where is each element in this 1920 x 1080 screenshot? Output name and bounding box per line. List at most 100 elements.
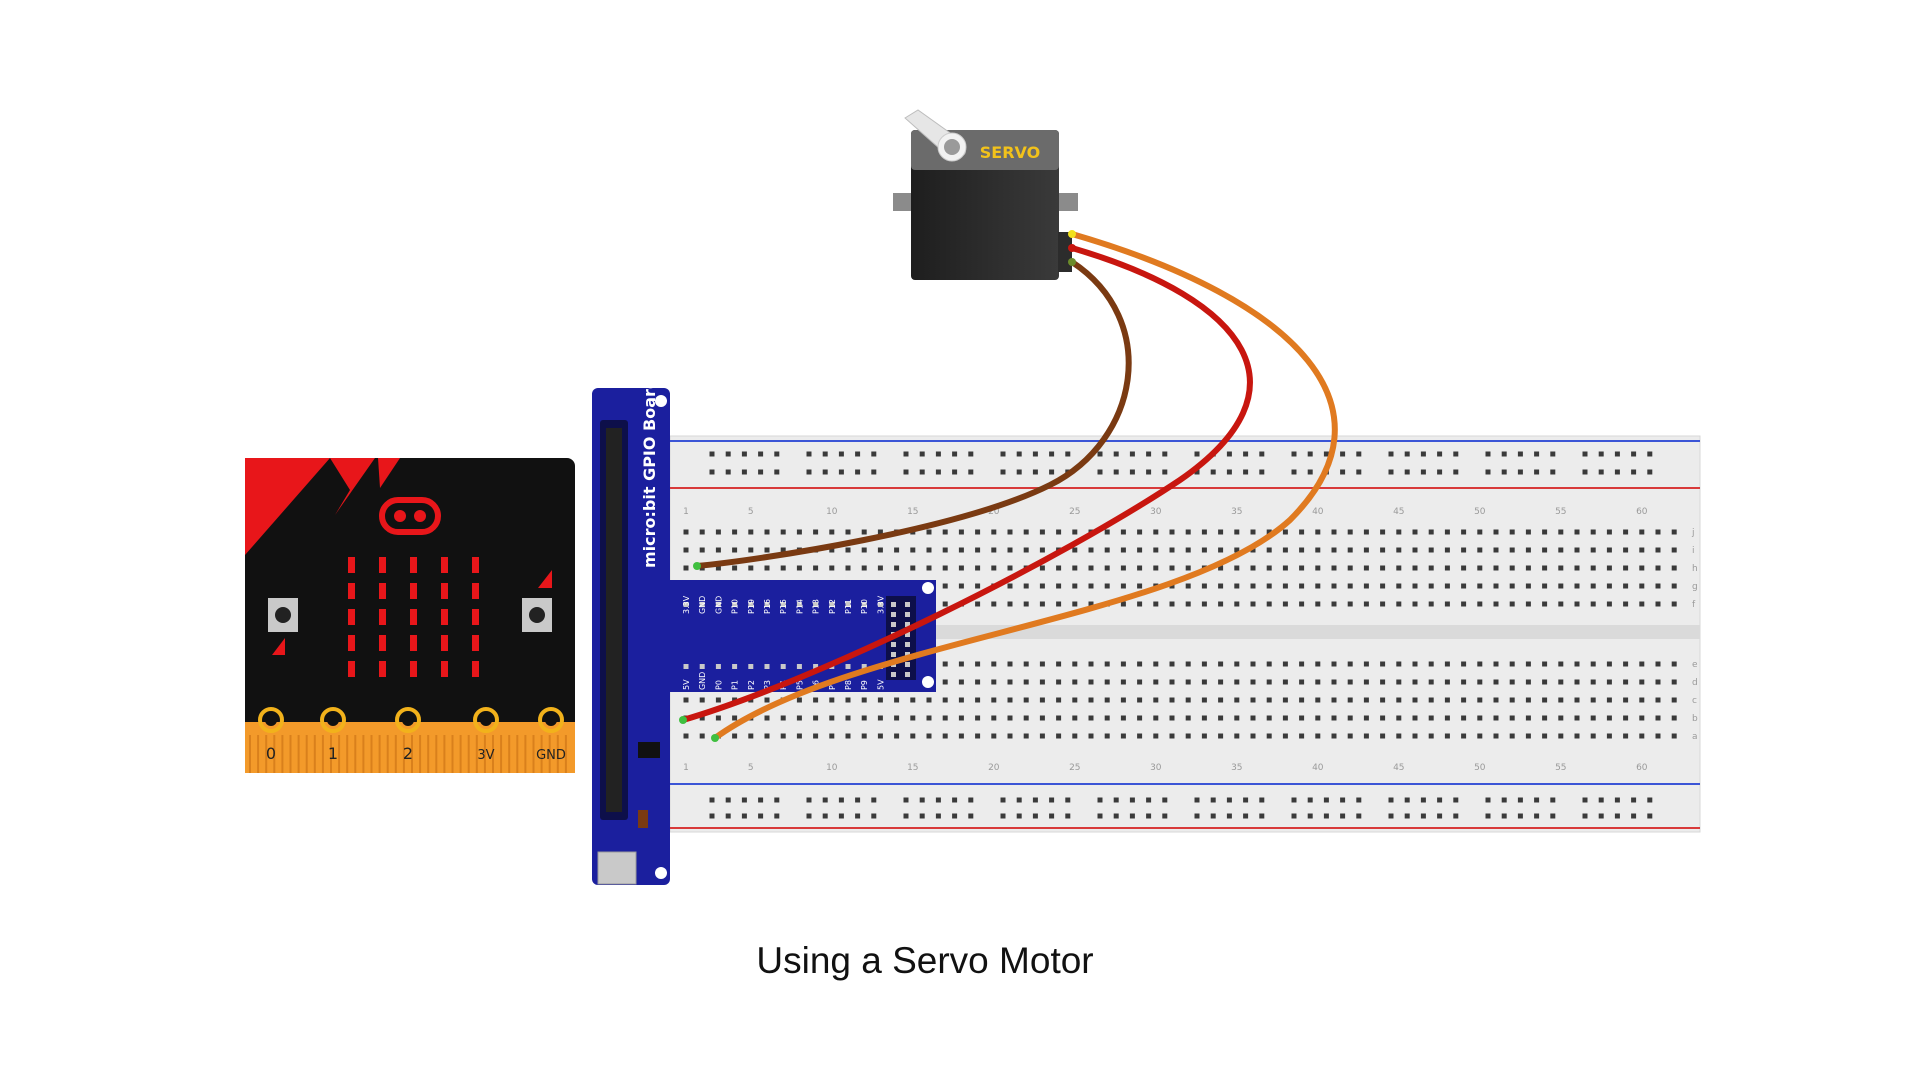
terminal-hole	[1412, 547, 1418, 553]
rail-hole	[1000, 451, 1006, 457]
rail-hole	[1210, 797, 1216, 803]
terminal-hole	[1509, 565, 1515, 571]
terminal-hole	[1363, 583, 1369, 589]
terminal-hole	[829, 733, 835, 739]
terminal-hole	[780, 715, 786, 721]
terminal-hole	[796, 697, 802, 703]
rail-hole	[1097, 813, 1103, 819]
rail-hole	[1437, 451, 1443, 457]
rail-hole	[806, 797, 812, 803]
terminal-hole	[1007, 529, 1013, 535]
terminal-hole	[1623, 601, 1629, 607]
terminal-hole	[1444, 715, 1450, 721]
terminal-hole	[1120, 715, 1126, 721]
column-number: 15	[907, 763, 918, 773]
terminal-hole	[1590, 697, 1596, 703]
microbit-red-accent	[330, 458, 375, 515]
terminal-hole	[1088, 679, 1094, 685]
terminal-hole	[1671, 715, 1677, 721]
gpio-chip	[638, 742, 660, 758]
terminal-hole	[683, 733, 689, 739]
rail-hole	[1501, 797, 1507, 803]
terminal-hole	[1671, 733, 1677, 739]
rail-hole	[871, 469, 877, 475]
rail-hole	[1049, 797, 1055, 803]
terminal-hole	[1185, 565, 1191, 571]
rail-hole	[725, 469, 731, 475]
terminal-hole	[1542, 661, 1548, 667]
terminal-hole	[1120, 583, 1126, 589]
terminal-hole	[796, 529, 802, 535]
rail-hole	[1453, 797, 1459, 803]
terminal-hole	[1266, 529, 1272, 535]
breakout-pin-label: 3.3V	[682, 595, 691, 614]
rail-hole	[1243, 813, 1249, 819]
terminal-hole	[1590, 679, 1596, 685]
rail-hole	[903, 451, 909, 457]
terminal-hole	[1396, 583, 1402, 589]
terminal-hole	[991, 697, 997, 703]
column-number: 1	[683, 763, 689, 773]
terminal-hole	[1639, 697, 1645, 703]
terminal-hole	[1493, 715, 1499, 721]
breakout-pin	[748, 602, 754, 607]
terminal-hole	[1574, 601, 1580, 607]
terminal-hole	[1477, 565, 1483, 571]
terminal-hole	[1201, 601, 1207, 607]
terminal-hole	[1266, 547, 1272, 553]
terminal-hole	[1509, 529, 1515, 535]
led	[348, 635, 355, 651]
terminal-hole	[845, 715, 851, 721]
terminal-hole	[1007, 547, 1013, 553]
terminal-hole	[1428, 547, 1434, 553]
led	[441, 661, 448, 677]
terminal-hole	[732, 547, 738, 553]
rail-hole	[1534, 451, 1540, 457]
terminal-hole	[1007, 601, 1013, 607]
terminal-hole	[1299, 733, 1305, 739]
terminal-hole	[1218, 679, 1224, 685]
pad-hole	[265, 714, 277, 726]
terminal-hole	[975, 697, 981, 703]
terminal-hole	[1169, 661, 1175, 667]
terminal-hole	[1396, 601, 1402, 607]
terminal-hole	[1623, 697, 1629, 703]
terminal-hole	[861, 697, 867, 703]
terminal-hole	[1396, 661, 1402, 667]
terminal-hole	[732, 565, 738, 571]
terminal-hole	[813, 565, 819, 571]
terminal-hole	[813, 697, 819, 703]
led	[379, 583, 386, 599]
rail-hole	[1194, 813, 1200, 819]
terminal-hole	[958, 715, 964, 721]
led	[441, 557, 448, 573]
terminal-hole	[1153, 565, 1159, 571]
rail-hole	[968, 469, 974, 475]
terminal-hole	[1542, 733, 1548, 739]
terminal-hole	[991, 661, 997, 667]
rail-hole	[1631, 797, 1637, 803]
rail-hole	[1243, 469, 1249, 475]
terminal-hole	[975, 733, 981, 739]
rail-hole	[1598, 451, 1604, 457]
breakout-pin-label: GND	[698, 596, 707, 614]
terminal-hole	[1623, 583, 1629, 589]
edge-slot-inner	[606, 428, 622, 812]
terminal-hole	[1574, 547, 1580, 553]
terminal-hole	[1461, 679, 1467, 685]
terminal-hole	[1606, 565, 1612, 571]
terminal-hole	[1315, 715, 1321, 721]
microbit-logo-dot	[414, 510, 426, 522]
terminal-hole	[1347, 679, 1353, 685]
terminal-hole	[1104, 697, 1110, 703]
terminal-hole	[1574, 583, 1580, 589]
terminal-hole	[1347, 697, 1353, 703]
breakout-pin	[699, 664, 705, 669]
terminal-hole	[1363, 661, 1369, 667]
terminal-hole	[1169, 679, 1175, 685]
header-pin	[891, 672, 896, 677]
terminal-hole	[1250, 601, 1256, 607]
rail-hole	[1016, 813, 1022, 819]
terminal-hole	[1104, 661, 1110, 667]
